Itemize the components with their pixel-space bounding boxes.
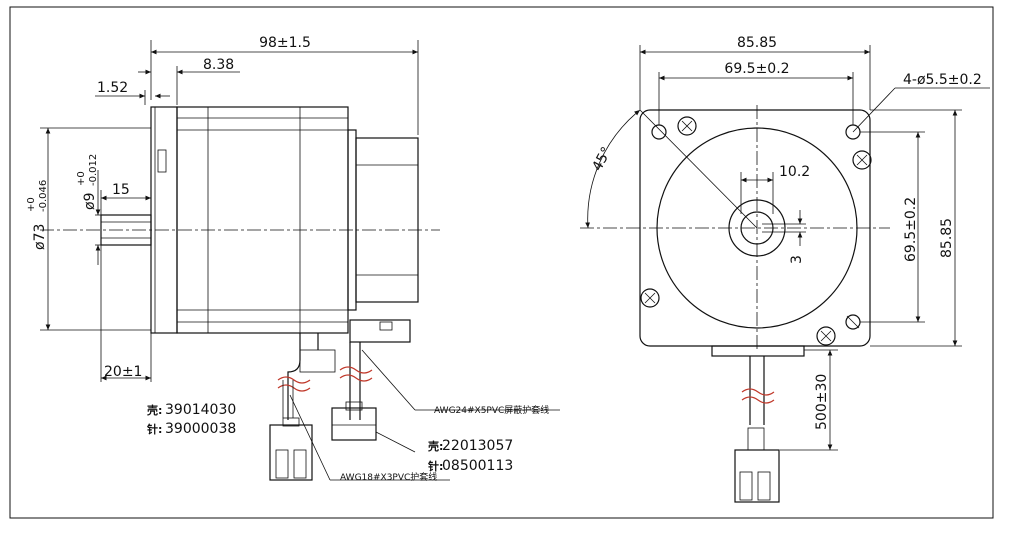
connector1-shell: 39014030 bbox=[165, 402, 236, 418]
dim-hole-spacing-v: 69.5±0.2 bbox=[903, 197, 919, 262]
pin-prefix-1: 针: bbox=[147, 422, 162, 436]
dim-flange-offset: 8.38 bbox=[203, 57, 234, 73]
pin-prefix-2: 针: bbox=[428, 459, 443, 473]
connector-plug-2 bbox=[331, 407, 377, 441]
dim-body-diameter: ø73 bbox=[32, 224, 48, 250]
dim-body-tol-upper: +0 bbox=[26, 197, 37, 212]
dim-shaft-length: 20±1 bbox=[104, 364, 142, 380]
dim-flange-thickness: 1.52 bbox=[97, 80, 128, 96]
dim-mount-holes: 4-ø5.5±0.2 bbox=[903, 72, 982, 88]
connector1-pin: 39000038 bbox=[165, 421, 236, 437]
dim-flat-depth: 10.2 bbox=[779, 164, 810, 180]
dim-hole-spacing-h: 69.5±0.2 bbox=[724, 61, 789, 77]
connector2-shell: 22013057 bbox=[442, 438, 513, 454]
connector2-pin: 08500113 bbox=[442, 458, 513, 474]
side-view bbox=[40, 40, 560, 481]
dim-face-height: 85.85 bbox=[939, 218, 955, 258]
dim-side-length: 98±1.5 bbox=[259, 35, 311, 51]
shell-prefix-1: 壳: bbox=[146, 403, 162, 417]
cable-power-label: AWG18#X3PVC护套线 bbox=[340, 471, 437, 483]
dim-body-diameter-group: ø73 +0 -0.046 bbox=[26, 180, 49, 250]
dim-flat-length: 15 bbox=[112, 182, 130, 198]
front-view bbox=[580, 45, 990, 503]
dim-shaft-diameter-group: ø9 +0 -0.012 bbox=[76, 154, 99, 210]
dim-face-width: 85.85 bbox=[737, 35, 777, 51]
shell-prefix-2: 壳: bbox=[427, 439, 443, 453]
drawing-frame bbox=[9, 6, 994, 519]
connector-plug-3 bbox=[734, 449, 780, 503]
cable-shielded-label: AWG24#X5PVC屏蔽护套线 bbox=[434, 404, 549, 416]
dim-flat-width: 3 bbox=[789, 255, 805, 264]
dim-shaft-tol-upper: +0 bbox=[76, 171, 87, 186]
dim-shaft-tol-lower: -0.012 bbox=[88, 154, 99, 186]
connector-plug-1 bbox=[269, 424, 313, 481]
dim-angle: 45° bbox=[589, 144, 615, 173]
dim-body-tol-lower: -0.046 bbox=[38, 180, 49, 212]
dim-lead-length: 500±30 bbox=[814, 374, 830, 430]
dim-shaft-diameter: ø9 bbox=[82, 193, 98, 210]
